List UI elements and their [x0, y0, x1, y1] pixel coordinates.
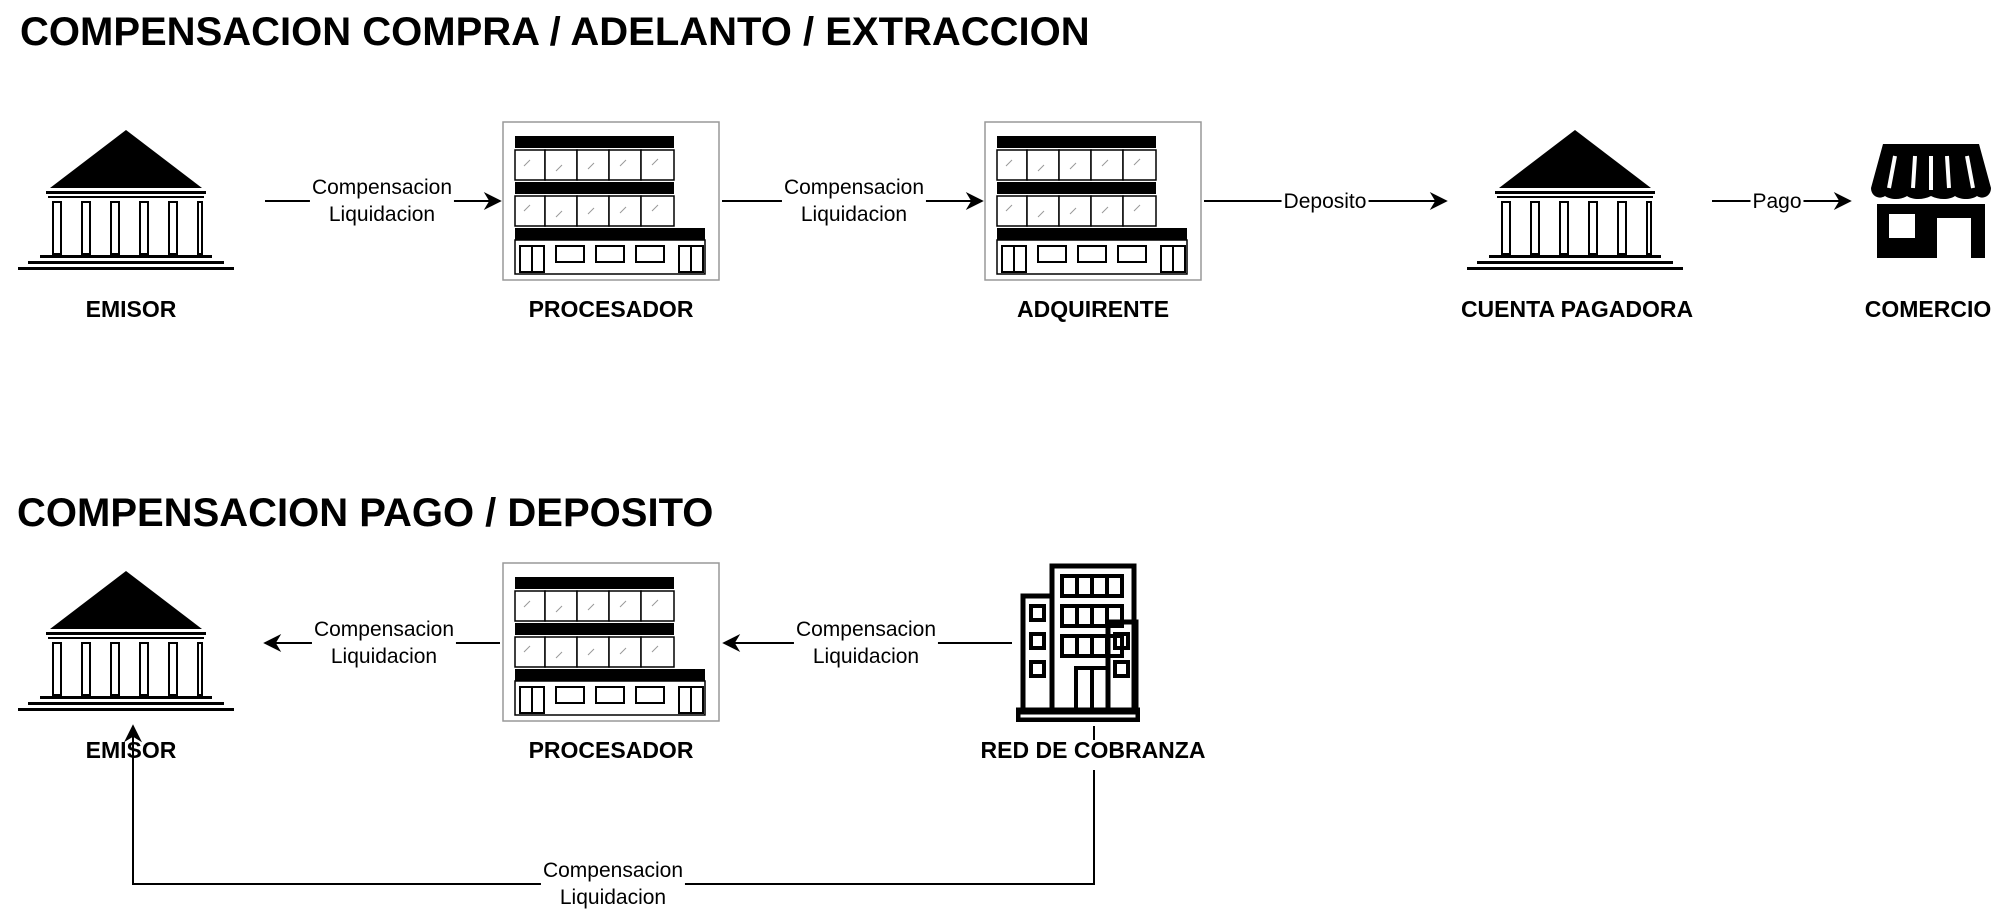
procesador-top-building-icon [502, 121, 720, 281]
emisor-top-bank-icon [16, 128, 236, 270]
node-label-cuenta-pagadora: CUENTA PAGADORA [1460, 296, 1694, 322]
node-label-procesador-bottom: PROCESADOR [528, 737, 694, 763]
bottom-section-title: COMPENSACION PAGO / DEPOSITO [17, 491, 714, 535]
red-cobranza-building-icon [1018, 566, 1138, 720]
edge-label-red-emisor: Compensacion Liquidacion [540, 857, 686, 911]
emisor-bottom-bank-icon [16, 569, 236, 711]
comercio-store-icon [1869, 142, 1993, 260]
top-section-title: COMPENSACION COMPRA / ADELANTO / EXTRACC… [20, 10, 1090, 54]
node-label-emisor-top: EMISOR [85, 296, 177, 322]
edge-label-pago: Pago [1750, 188, 1804, 215]
node-label-procesador-top: PROCESADOR [528, 296, 694, 322]
node-label-comercio: COMERCIO [1864, 296, 1992, 322]
cuenta-pagadora-bank-icon [1465, 128, 1685, 270]
edge-label-procesador-adquirente: Compensacion Liquidacion [781, 174, 927, 228]
edge-label-procesador-emisor: Compensacion Liquidacion [311, 616, 457, 670]
node-label-red-cobranza: RED DE COBRANZA [980, 737, 1206, 763]
edge-label-red-procesador: Compensacion Liquidacion [793, 616, 939, 670]
procesador-bottom-building-icon [502, 562, 720, 722]
node-label-adquirente: ADQUIRENTE [1016, 296, 1170, 322]
node-label-emisor-bottom: EMISOR [85, 737, 177, 763]
bottom-flow [16, 562, 1138, 885]
adquirente-building-icon [984, 121, 1202, 281]
edge-label-deposito: Deposito [1281, 188, 1369, 215]
edge-label-emisor-procesador: Compensacion Liquidacion [309, 174, 455, 228]
